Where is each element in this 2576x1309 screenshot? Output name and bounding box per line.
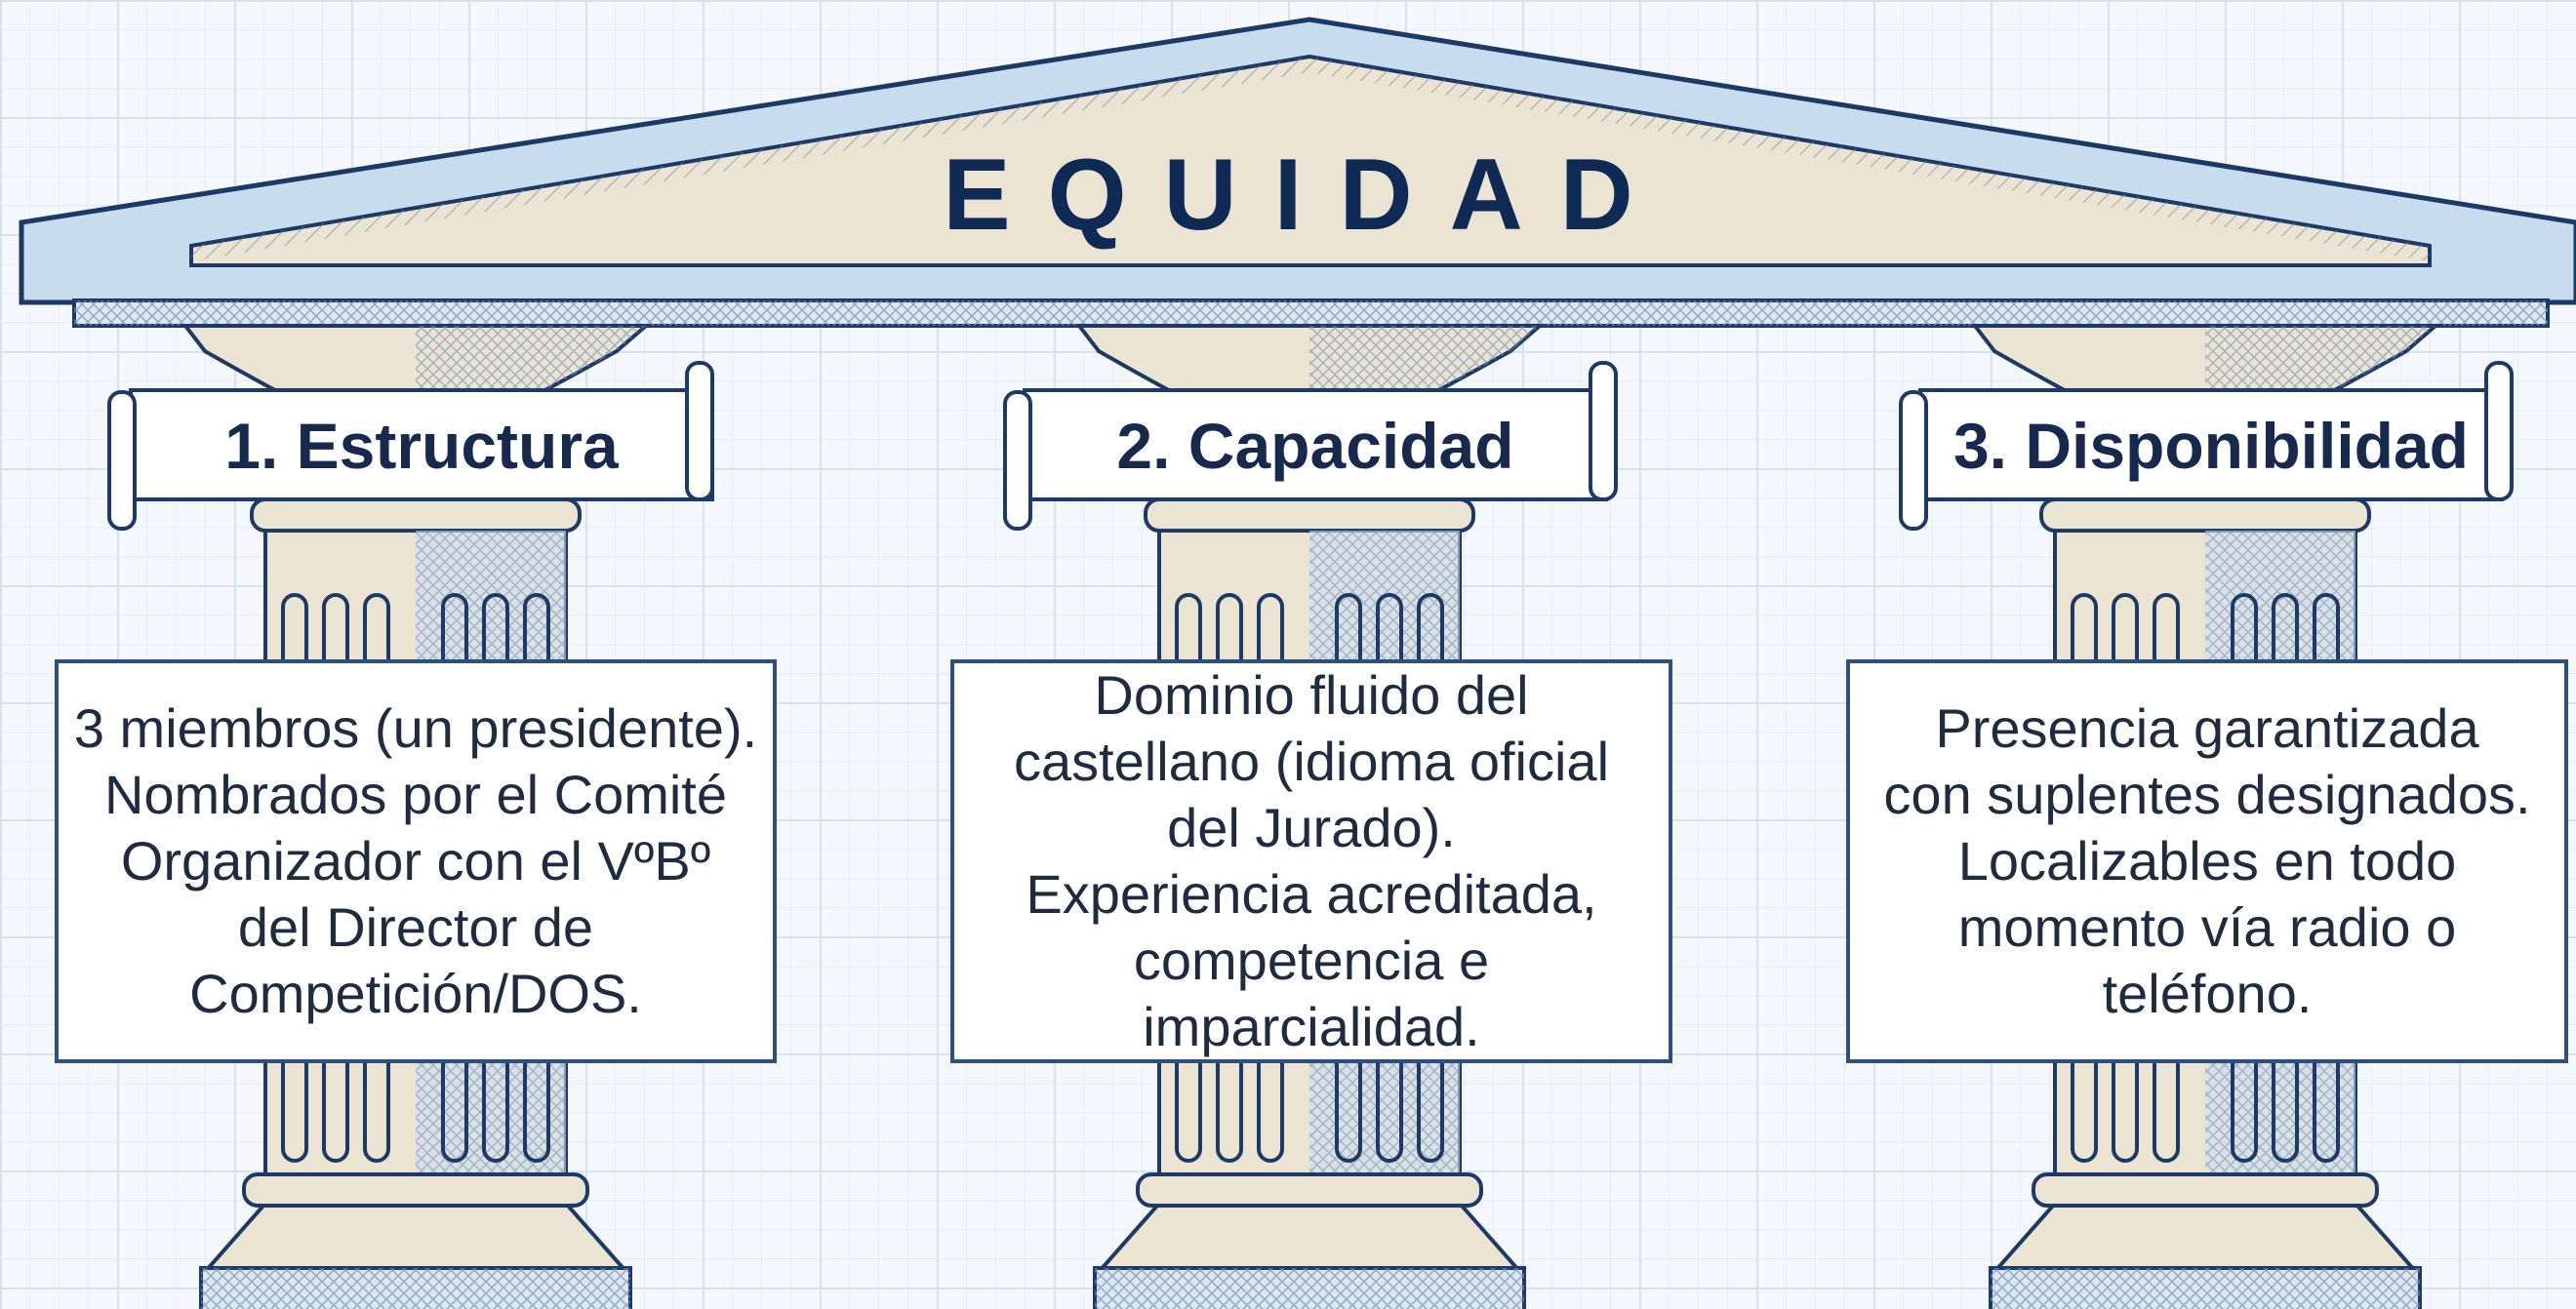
pillar-description-box-2: Dominio fluido del castellano (idioma of… (950, 659, 1672, 1063)
pillar-heading-estructura: 1. Estructura (224, 410, 619, 482)
pillar-description-capacidad: Dominio fluido del castellano (idioma of… (1013, 664, 1610, 1057)
pillar-heading-disponibilidad: 3. Disponibilidad (1952, 410, 2470, 482)
pillar-description-box-3: Presencia garantizada con suplentes desi… (1846, 659, 2568, 1063)
diagram-title: EQUIDAD (943, 138, 1670, 252)
pillar-description-disponibilidad: Presencia garantizada con suplentes desi… (1883, 697, 2531, 1024)
pillar-description-box-1: 3 miembros (un presidente). Nombrados po… (55, 659, 777, 1063)
pediment-roof (19, 17, 2576, 328)
pillar-heading-capacidad: 2. Capacidad (1116, 410, 1514, 482)
column-3 (1899, 324, 2514, 1309)
pillar-description-estructura: 3 miembros (un presidente). Nombrados po… (73, 697, 758, 1024)
